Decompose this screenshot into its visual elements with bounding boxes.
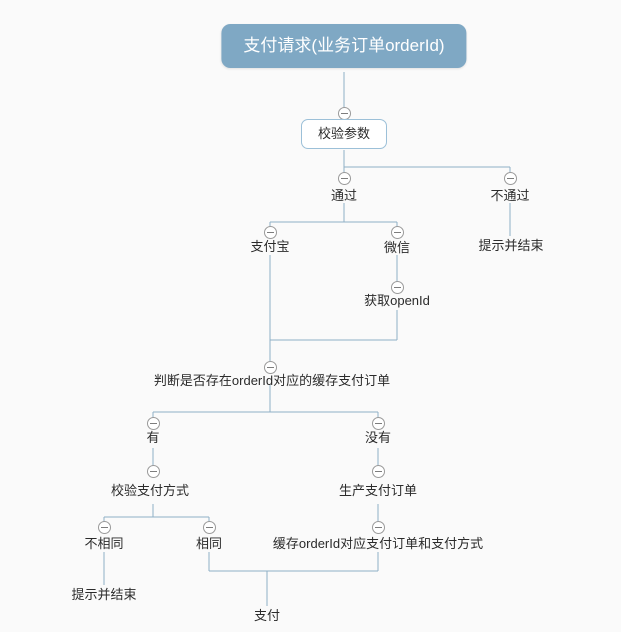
- collapse-minus-icon[interactable]: [263, 225, 277, 239]
- collapse-minus-icon[interactable]: [337, 171, 351, 185]
- node-verify-params[interactable]: 校验参数: [300, 119, 388, 149]
- node-cache-order-and-method[interactable]: 缓存orderId对应支付订单和支付方式: [272, 536, 484, 551]
- collapse-minus-icon[interactable]: [390, 225, 404, 239]
- node-fail-end[interactable]: 提示并结束: [478, 238, 544, 253]
- collapse-minus-icon[interactable]: [263, 360, 277, 374]
- node-not-same[interactable]: 不相同: [84, 536, 124, 551]
- node-get-openid[interactable]: 获取openId: [364, 293, 430, 308]
- node-pay[interactable]: 支付: [253, 608, 281, 623]
- node-has[interactable]: 有: [146, 430, 160, 445]
- collapse-minus-icon[interactable]: [371, 416, 385, 430]
- collapse-minus-icon[interactable]: [146, 416, 160, 430]
- node-root-payment-request[interactable]: 支付请求(业务订单orderId): [221, 24, 467, 68]
- collapse-minus-icon[interactable]: [202, 520, 216, 534]
- node-check-cached-order[interactable]: 判断是否存在orderId对应的缓存支付订单: [153, 373, 391, 388]
- collapse-minus-icon[interactable]: [97, 520, 111, 534]
- node-verify-payment-method[interactable]: 校验支付方式: [110, 483, 190, 498]
- collapse-minus-icon[interactable]: [371, 520, 385, 534]
- node-pass[interactable]: 通过: [330, 188, 358, 203]
- collapse-minus-icon[interactable]: [503, 171, 517, 185]
- node-create-payment-order[interactable]: 生产支付订单: [338, 483, 418, 498]
- collapse-minus-icon[interactable]: [146, 464, 160, 478]
- node-same[interactable]: 相同: [195, 536, 223, 551]
- node-wechat[interactable]: 微信: [383, 240, 411, 255]
- node-has-not[interactable]: 没有: [364, 430, 392, 445]
- node-not-same-end[interactable]: 提示并结束: [71, 587, 137, 602]
- node-alipay[interactable]: 支付宝: [250, 239, 290, 254]
- collapse-minus-icon[interactable]: [337, 106, 351, 120]
- node-fail[interactable]: 不通过: [490, 188, 530, 203]
- collapse-minus-icon[interactable]: [371, 464, 385, 478]
- collapse-minus-icon[interactable]: [390, 280, 404, 294]
